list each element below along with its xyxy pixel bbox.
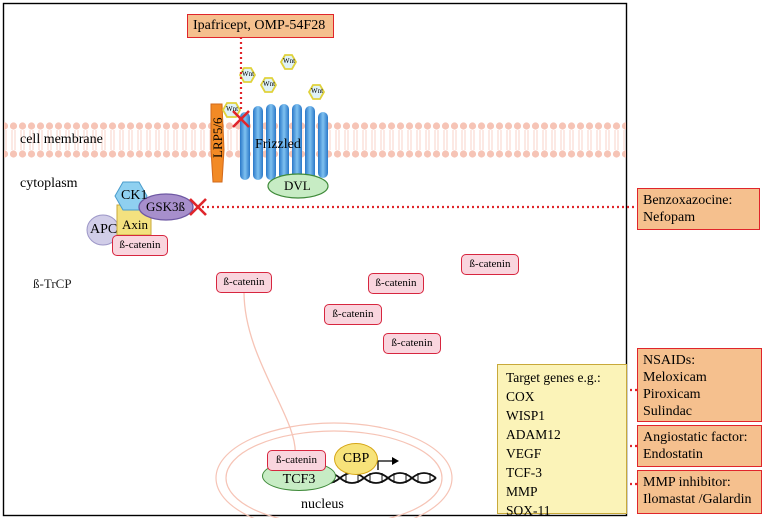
x-mark-icon	[232, 110, 250, 128]
wnt-inhibitor-drug-box: Ipafricept, OMP-54F28	[187, 14, 334, 38]
gene-tcf3: TCF-3	[506, 465, 543, 480]
gene-mmp: MMP	[506, 484, 538, 499]
gene-cox: COX	[506, 389, 535, 404]
beta-catenin-box: ß-catenin	[216, 272, 272, 293]
ck1-label: CK1	[121, 188, 148, 203]
wnt-label: Wnt	[242, 70, 255, 78]
btrcp-label: ß-TrCP	[33, 276, 72, 291]
drug-class: MMP inhibitor:	[643, 475, 731, 490]
beta-catenin-box: ß-catenin	[368, 273, 424, 294]
drug-name: Piroxicam	[643, 387, 701, 402]
lrp-receptor	[210, 103, 225, 183]
gene-sox11: SOX-11	[506, 503, 551, 518]
wnt-label: Wnt	[283, 57, 296, 65]
gsk3b-label: GSK3ß	[146, 199, 186, 214]
target-genes-box: Target genes e.g.: COX WISP1 ADAM12 VEGF…	[497, 364, 627, 518]
drug-name: Nefopam	[643, 210, 696, 225]
x-mark-icon	[189, 198, 207, 216]
drug-name: Ipafricept, OMP-54F28	[193, 18, 326, 33]
translocation-path	[243, 291, 296, 458]
wnt-label: Wnt	[226, 105, 239, 113]
target-genes-title: Target genes e.g.:	[506, 370, 601, 385]
dvl-label: DVL	[284, 178, 311, 193]
gene-wisp1: WISP1	[506, 408, 546, 423]
destruction-complex	[86, 181, 194, 246]
gsk-inhibitor-drug-box: Benzoxazocine: Nefopam	[637, 188, 760, 230]
drug-name: Meloxicam	[643, 370, 707, 385]
drug-class: Benzoxazocine:	[643, 193, 733, 208]
cytoplasm-label: cytoplasm	[20, 176, 78, 191]
arrow-head-icon	[392, 457, 399, 465]
drug-class: NSAIDs:	[643, 353, 696, 368]
gene-adam12: ADAM12	[506, 427, 561, 442]
lrp-label: LRP5/6	[210, 117, 225, 158]
frizzled-label: Frizzled	[255, 137, 301, 152]
gene-vegf: VEGF	[506, 446, 542, 461]
wnt-label: Wnt	[263, 80, 276, 88]
frizzled-receptor	[240, 104, 328, 180]
nucleus-shape	[215, 422, 453, 523]
axin-label: Axin	[122, 217, 148, 232]
cbp-shape: CBP	[334, 443, 378, 475]
nucleus-label: nucleus	[301, 497, 344, 512]
wnt-ligands	[221, 54, 326, 118]
angiostatic-drug-box: Angiostatic factor: Endostatin	[637, 425, 762, 467]
transcription-start-arrow	[377, 460, 392, 470]
beta-catenin-box: ß-catenin	[324, 304, 382, 325]
drug-name: Endostatin	[643, 447, 703, 462]
drug-class: Angiostatic factor:	[643, 430, 748, 445]
beta-catenin-box: ß-catenin	[461, 254, 519, 275]
drug-name: Ilomastat /Galardin	[643, 492, 752, 507]
apc-label: APC	[90, 222, 118, 237]
nsaids-drug-box: NSAIDs: Meloxicam Piroxicam Sulindac	[637, 348, 762, 422]
wnt-label: Wnt	[311, 87, 324, 95]
cell-membrane-label: cell membrane	[20, 132, 103, 147]
beta-catenin-box: ß-catenin	[112, 235, 168, 256]
dvl-shape	[267, 173, 329, 199]
drug-name: Sulindac	[643, 404, 692, 419]
mmp-inhibitor-drug-box: MMP inhibitor: Ilomastat /Galardin	[637, 470, 762, 514]
beta-catenin-box: ß-catenin	[267, 450, 326, 471]
beta-catenin-box: ß-catenin	[383, 333, 441, 354]
